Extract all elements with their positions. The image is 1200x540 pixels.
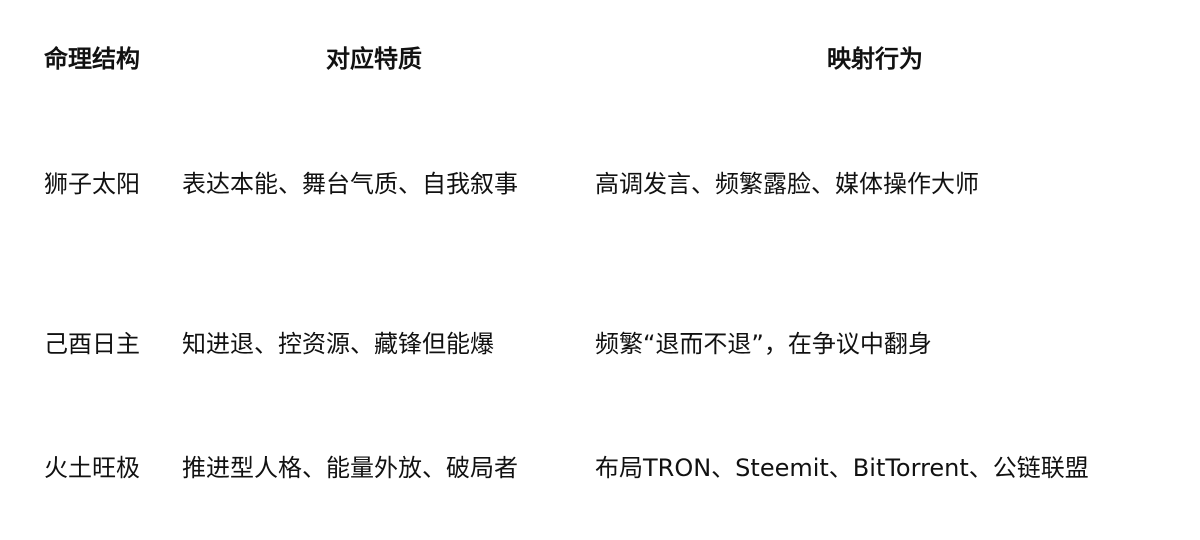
trait-cell: 表达本能、舞台气质、自我叙事 — [182, 170, 518, 198]
structure-cell: 火土旺极 — [44, 454, 140, 482]
trait-cell: 知进退、控资源、藏锋但能爆 — [182, 330, 494, 358]
trait-cell: 推进型人格、能量外放、破局者 — [182, 454, 518, 482]
structure-cell: 狮子太阳 — [44, 170, 140, 198]
behavior-cell: 频繁“退而不退”，在争议中翻身 — [595, 330, 932, 358]
behavior-cell: 布局TRON、Steemit、BitTorrent、公链联盟 — [595, 454, 1089, 482]
table-row: 狮子太阳 表达本能、舞台气质、自我叙事 高调发言、频繁露脸、媒体操作大师 — [0, 167, 1200, 247]
behavior-cell: 高调发言、频繁露脸、媒体操作大师 — [595, 170, 979, 198]
table-header-row: 命理结构 对应特质 映射行为 — [0, 42, 1200, 82]
header-structure: 命理结构 — [44, 45, 140, 73]
structure-cell: 己酉日主 — [44, 330, 140, 358]
table-row: 火土旺极 推进型人格、能量外放、破局者 布局TRON、Steemit、BitTo… — [0, 451, 1200, 531]
header-trait: 对应特质 — [326, 45, 422, 73]
table-row: 己酉日主 知进退、控资源、藏锋但能爆 频繁“退而不退”，在争议中翻身 — [0, 327, 1200, 367]
header-behavior: 映射行为 — [827, 45, 923, 73]
